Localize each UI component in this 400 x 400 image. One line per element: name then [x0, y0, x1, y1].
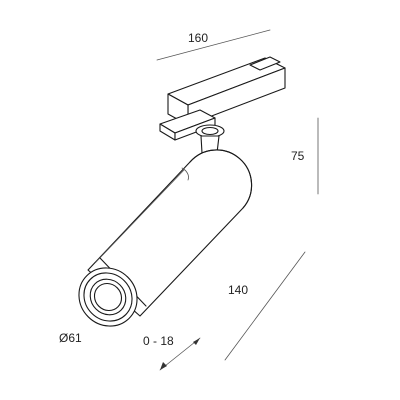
dimension-adjust-label: 0 - 18 [143, 334, 174, 348]
dimension-length-line [224, 251, 306, 361]
dimension-height-label: 75 [291, 149, 305, 163]
dimension-adjust-arrows [159, 337, 201, 371]
dimension-width-label: 160 [188, 31, 209, 45]
spotlight-lens [78, 267, 138, 327]
track-adapter [159, 56, 286, 141]
dimension-diameter-label: Ø61 [59, 331, 82, 345]
dimension-length-label: 140 [228, 283, 249, 297]
dimension-width-line [156, 29, 271, 61]
spotlight-body [87, 149, 253, 317]
